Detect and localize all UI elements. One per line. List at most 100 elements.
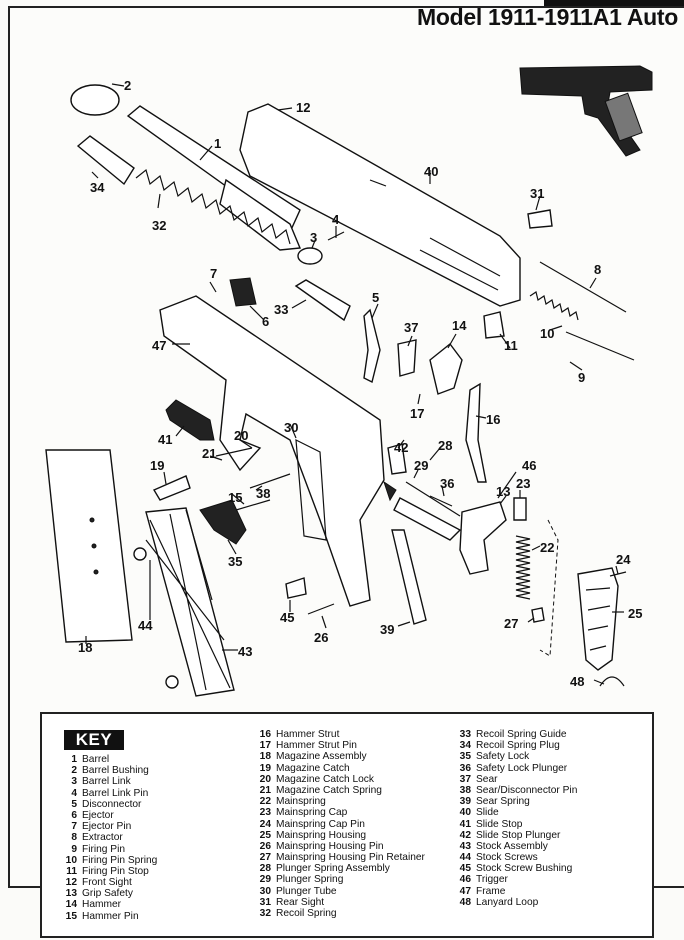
key-item-name: Trigger <box>476 874 508 886</box>
disconnector <box>363 308 381 384</box>
key-item: 46 Trigger <box>454 874 577 885</box>
key-item-number: 16 <box>259 729 271 740</box>
key-item: 5 Disconnector <box>60 799 157 810</box>
key-item-name: Frame <box>476 885 506 897</box>
key-item-number: 31 <box>259 896 271 908</box>
key-item-name: Magazine Catch <box>276 762 350 774</box>
key-item-number: 20 <box>259 773 271 785</box>
stock-screw-bushing <box>285 577 307 599</box>
key-item-name: Hammer <box>82 899 122 911</box>
key-item-name: Disconnector <box>82 798 142 810</box>
key-item-number: 6 <box>71 809 77 821</box>
key-item-number: 12 <box>65 877 77 889</box>
exploded-view-diagram: 1 2 3 4 5 6 7 8 9 10 11 12 13 14 15 16 1… <box>45 65 653 697</box>
key-item-number: 17 <box>259 740 271 752</box>
key-item-name: Front Sight <box>82 877 132 889</box>
key-item-number: 10 <box>65 854 77 866</box>
key-item-number: 41 <box>459 818 471 830</box>
key-item-name: Firing Pin <box>82 843 126 855</box>
hammer <box>429 343 463 395</box>
part-label-9: 9 <box>578 370 585 385</box>
key-item-name: Firing Pin Stop <box>82 865 149 877</box>
stock-assembly <box>145 507 235 697</box>
key-item-name: Mainspring Housing Pin Retainer <box>276 852 425 864</box>
ejector <box>229 277 257 307</box>
part-label-24: 24 <box>616 552 631 567</box>
key-item-number: 22 <box>259 796 271 808</box>
sear-spring <box>391 529 427 625</box>
lanyard-loop <box>599 676 625 687</box>
barrel-bushing <box>70 84 120 116</box>
key-item-name: Plunger Spring <box>276 874 344 886</box>
part-label-48: 48 <box>570 674 584 689</box>
part-label-18: 18 <box>78 640 92 655</box>
key-item-name: Sear/Disconnector Pin <box>476 784 578 796</box>
key-item: 20 Magazine Catch Lock <box>254 774 425 785</box>
mainspring-housing-pin-retainer <box>531 607 545 623</box>
part-label-6: 6 <box>262 314 269 329</box>
key-item-name: Sear <box>476 773 498 785</box>
key-item-number: 42 <box>459 829 471 841</box>
extractor <box>539 261 627 313</box>
key-item: 19 Magazine Catch <box>254 763 425 774</box>
part-label-1: 1 <box>214 136 221 151</box>
part-label-3: 3 <box>310 230 317 245</box>
mainspring-housing-pin <box>307 603 335 615</box>
key-item-name: Magazine Catch Lock <box>276 773 374 785</box>
key-item-number: 47 <box>459 885 471 897</box>
key-item-number: 48 <box>459 896 471 908</box>
mainspring <box>515 535 531 600</box>
key-item: 9 Firing Pin <box>60 844 157 855</box>
part-label-33: 33 <box>274 302 288 317</box>
magazine-assembly <box>45 449 133 643</box>
key-item-name: Stock Screw Bushing <box>476 863 573 875</box>
stock-screw-bottom <box>165 675 179 689</box>
firing-pin <box>565 331 635 361</box>
mainspring-cap <box>513 497 527 521</box>
key-item-number: 7 <box>71 821 77 833</box>
key-item-name: Mainspring Cap <box>276 807 348 819</box>
key-item-name: Barrel Link Pin <box>82 787 149 799</box>
key-item-name: Mainspring <box>276 796 326 808</box>
key-item: 12 Front Sight <box>60 877 157 888</box>
part-label-28: 28 <box>438 438 452 453</box>
top-bar <box>544 0 684 6</box>
slide-stop <box>165 399 215 441</box>
part-label-10: 10 <box>540 326 554 341</box>
key-item-name: Sear Spring <box>476 796 530 808</box>
part-label-21: 21 <box>202 446 216 461</box>
key-item-number: 5 <box>71 798 77 810</box>
key-item-name: Recoil Spring Plug <box>476 740 560 752</box>
key-item-number: 46 <box>459 874 471 886</box>
firing-pin-spring <box>529 291 579 321</box>
hammer-pin <box>235 499 271 511</box>
key-item: 37 Sear <box>454 774 577 785</box>
key-item-name: Stock Assembly <box>476 840 548 852</box>
key-item-name: Hammer Strut <box>276 729 340 740</box>
key-item-number: 9 <box>71 843 77 855</box>
key-item-number: 37 <box>459 773 471 785</box>
key-item-number: 25 <box>259 829 271 841</box>
key-item-number: 19 <box>259 762 271 774</box>
key-item-name: Lanyard Loop <box>476 896 539 908</box>
recoil-spring-plug <box>76 135 135 186</box>
key-item-name: Recoil Spring <box>276 908 337 919</box>
safety-lock-plunger <box>429 495 453 507</box>
